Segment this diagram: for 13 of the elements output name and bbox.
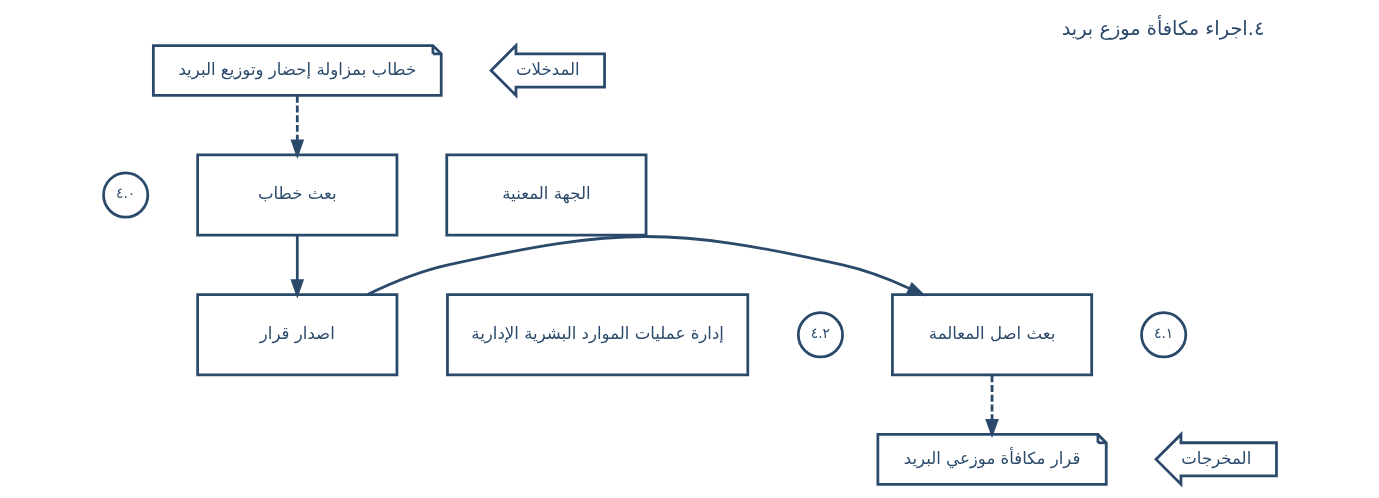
node-circle: ٤.١ <box>1139 311 1187 359</box>
arrow <box>290 95 304 159</box>
node-circle: ٤.٠ <box>101 171 149 219</box>
node-box: اصدار قرار <box>195 293 398 377</box>
node-box: بعث خطاب <box>195 153 398 237</box>
node-box: الجهة المعنية <box>444 153 647 237</box>
node-box: إدارة عمليات الموارد البشرية الإدارية <box>445 293 749 377</box>
node-box: بعث اصل المعالمة <box>890 293 1093 377</box>
node-circle: ٤.٢ <box>796 311 844 359</box>
arrow <box>984 375 999 439</box>
arrow <box>290 235 304 299</box>
diagram-title: ٤.اجراء مكافأة موزع بريد <box>1061 16 1264 40</box>
arrow <box>366 235 926 297</box>
